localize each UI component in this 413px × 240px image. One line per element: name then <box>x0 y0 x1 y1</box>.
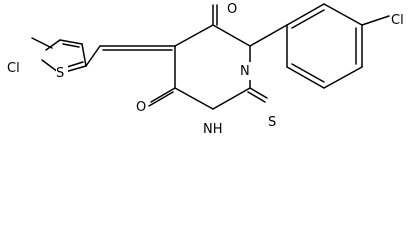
chlorophenyl-ring <box>249 3 390 89</box>
atom-label-s-thioxo: S <box>268 115 276 130</box>
atom-label-cl-phenyl: Cl <box>391 13 404 28</box>
atom-label-nh: NH <box>203 122 223 137</box>
atom-label-n-aryl: N <box>240 64 250 79</box>
molecule-structure: Cl S O N Cl O NH S <box>6 0 412 138</box>
atom-labels: Cl S O N Cl O NH S <box>6 0 412 138</box>
atom-label-cl-thiophene: Cl <box>7 61 20 76</box>
methylidene-linker <box>99 45 176 51</box>
atom-label-o-bottom: O <box>136 100 146 115</box>
thiophene-ring <box>31 37 101 73</box>
atom-label-s-thiophene: S <box>56 66 64 81</box>
atom-label-o-top: O <box>227 2 237 17</box>
pyrimidine-ring <box>148 4 268 110</box>
